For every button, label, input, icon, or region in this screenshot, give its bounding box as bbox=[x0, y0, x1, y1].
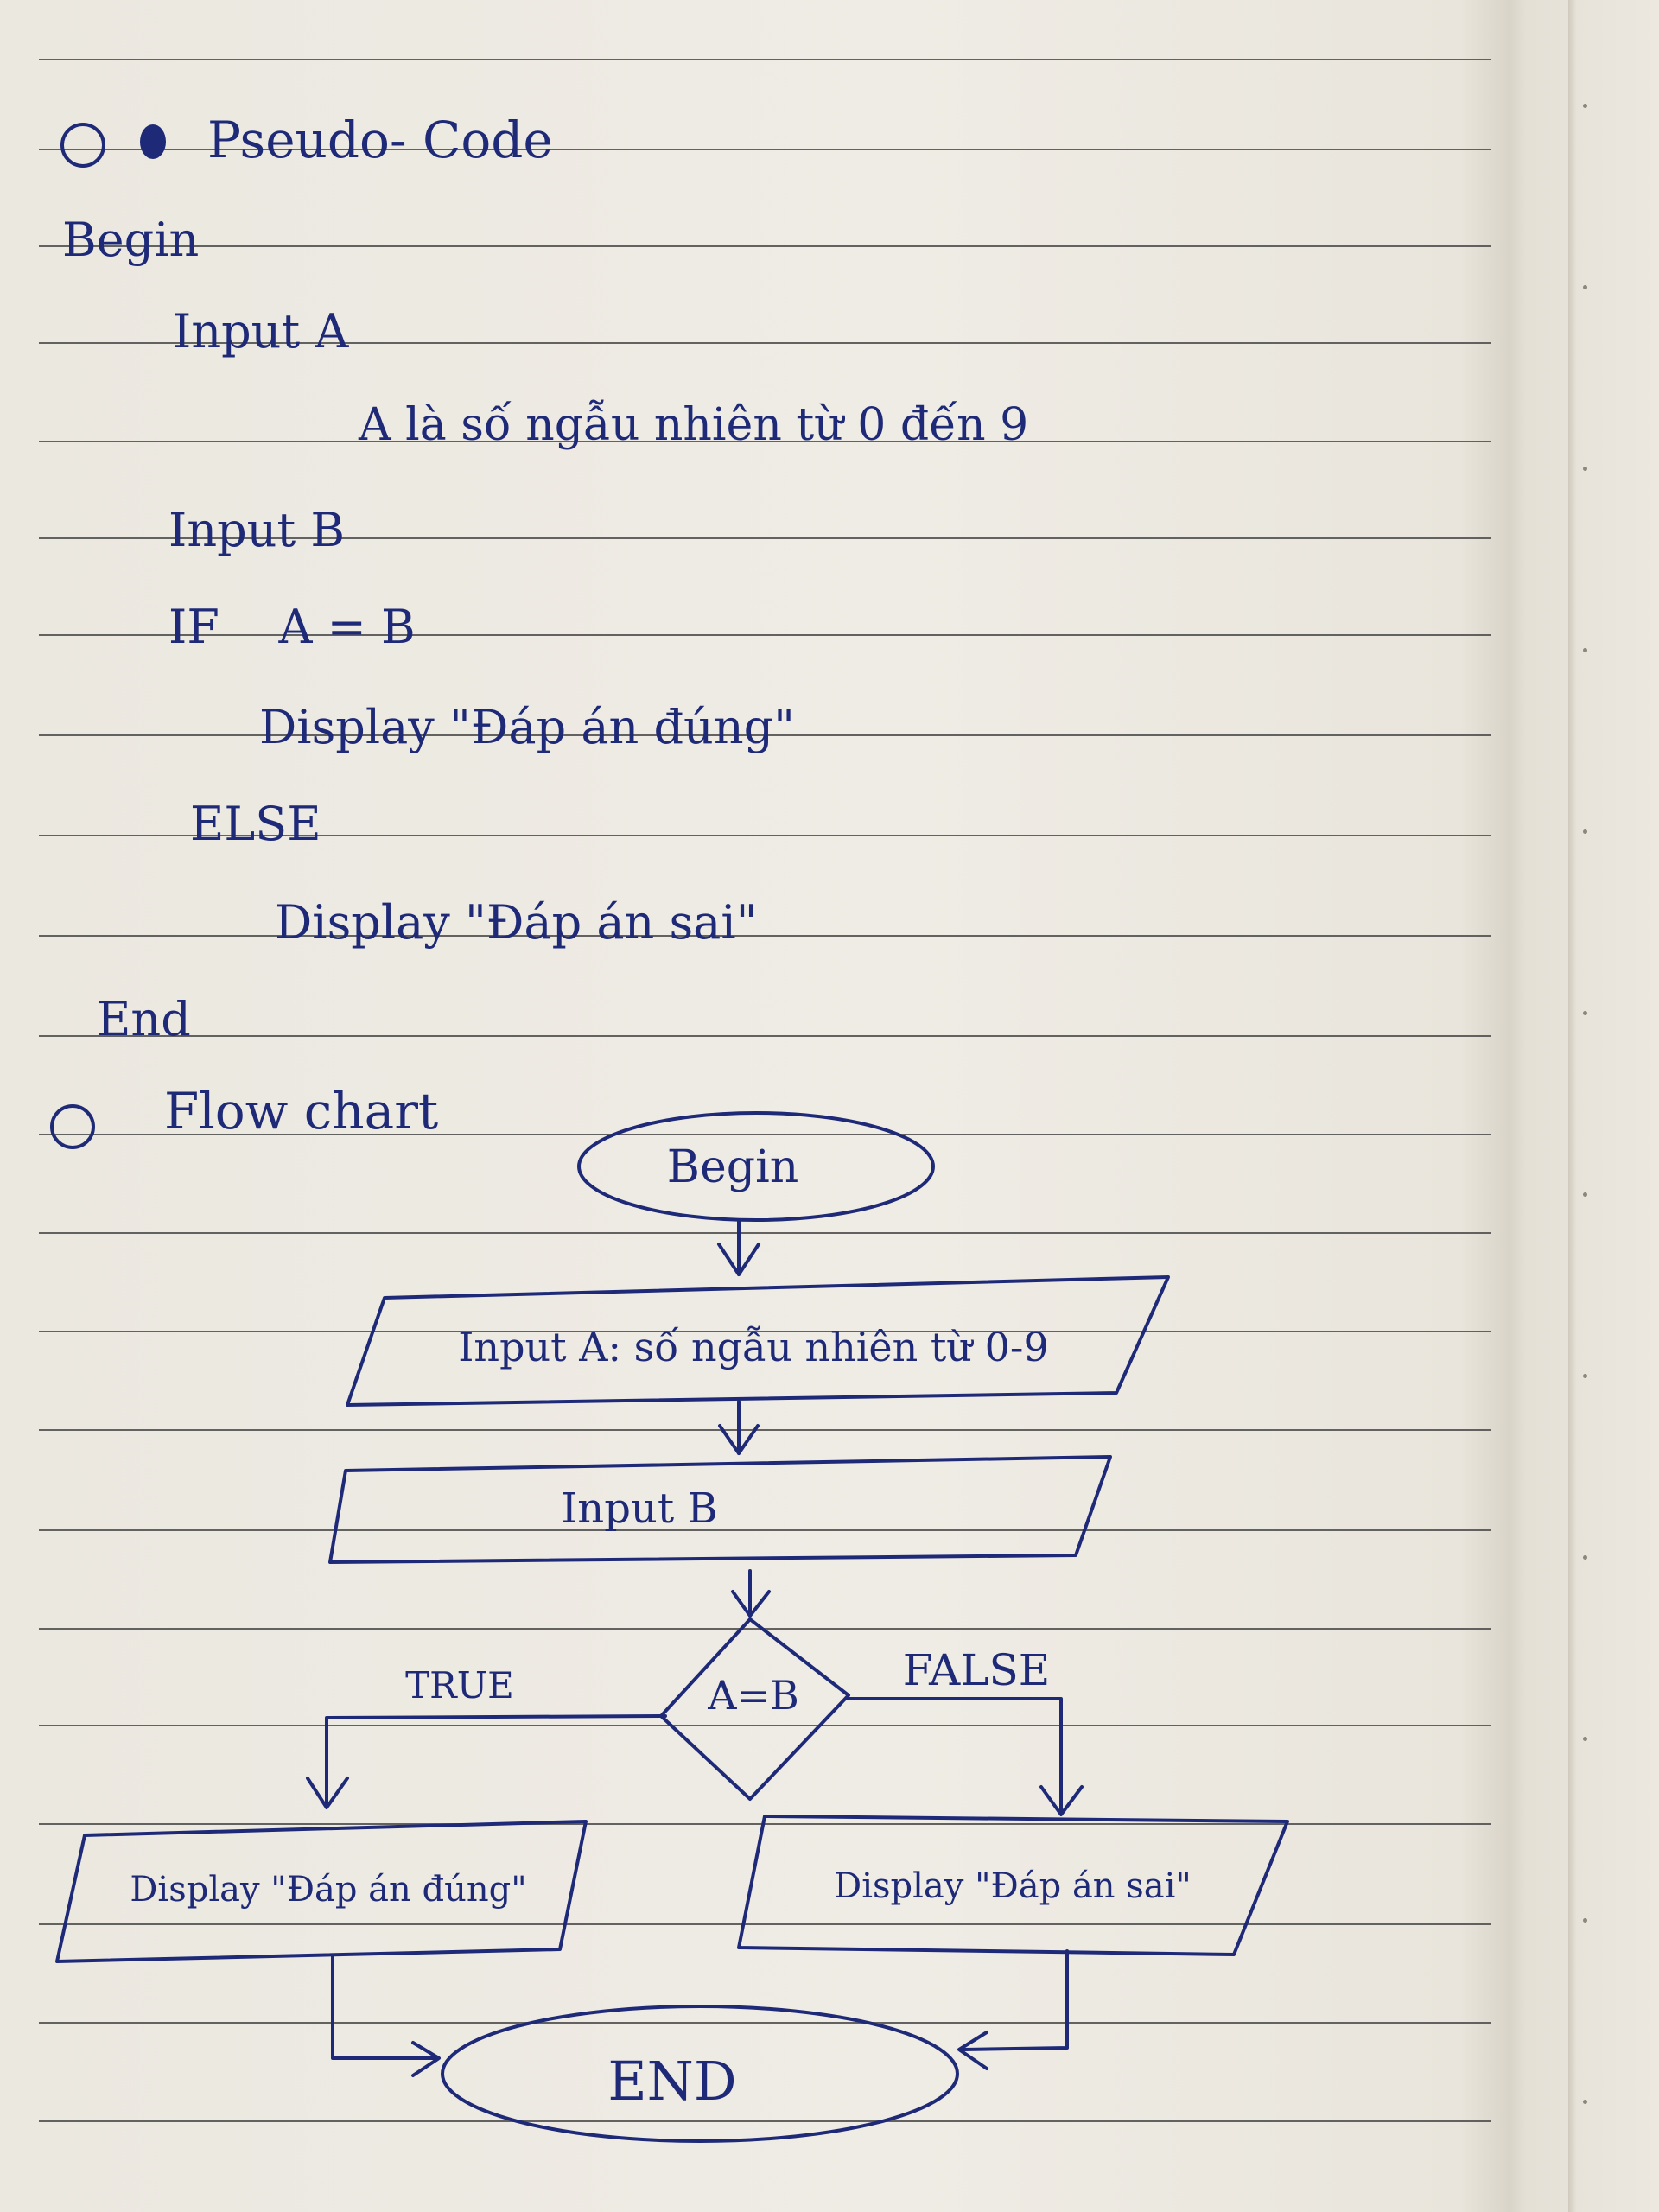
pseudocode-input-a: Input A bbox=[173, 304, 349, 359]
section-bullet-icon bbox=[60, 123, 105, 168]
ruled-line bbox=[39, 537, 1491, 539]
flow-arrowhead bbox=[411, 2041, 441, 2077]
flow-arrowhead bbox=[731, 1590, 771, 1618]
notebook-binding-edge bbox=[1568, 0, 1577, 2212]
ruled-line bbox=[39, 59, 1491, 60]
flow-arrow bbox=[331, 1955, 438, 2060]
binding-hole bbox=[1583, 1918, 1587, 1923]
ruled-line bbox=[39, 1529, 1491, 1531]
ruled-line bbox=[39, 935, 1491, 937]
ruled-line bbox=[39, 2022, 1491, 2024]
binding-hole bbox=[1583, 1374, 1587, 1378]
flow-begin-terminal bbox=[577, 1111, 935, 1222]
binding-hole bbox=[1583, 1011, 1587, 1015]
flow-input-b-box bbox=[328, 1455, 1112, 1564]
flow-arrowhead bbox=[306, 1777, 349, 1809]
flow-arrowhead bbox=[717, 1243, 760, 1276]
pseudocode-else: ELSE bbox=[190, 797, 321, 851]
flow-display-false-label: Display "Đáp án sai" bbox=[834, 1866, 1192, 1906]
ruled-line bbox=[39, 1232, 1491, 1234]
flow-arrowhead bbox=[718, 1424, 760, 1455]
flow-false-label: FALSE bbox=[903, 1645, 1050, 1695]
flow-end-terminal bbox=[441, 2005, 959, 2143]
ruled-line bbox=[39, 1331, 1491, 1332]
flow-input-b-label: Input B bbox=[561, 1484, 717, 1533]
binding-hole bbox=[1583, 467, 1587, 471]
flow-true-label: TRUE bbox=[405, 1664, 514, 1707]
flow-display-false-box bbox=[737, 1815, 1289, 1956]
flow-display-true-box bbox=[55, 1820, 588, 1963]
binding-hole bbox=[1583, 830, 1587, 834]
ruled-line bbox=[39, 1035, 1491, 1037]
binding-hole bbox=[1583, 1555, 1587, 1560]
flow-decision-label: A=B bbox=[707, 1672, 799, 1719]
pseudocode-begin: Begin bbox=[62, 213, 200, 267]
pseudocode-end: End bbox=[97, 992, 191, 1046]
pseudocode-if: IF A = B bbox=[168, 600, 416, 654]
flow-arrowhead bbox=[1039, 1785, 1084, 1816]
flow-arrow-false bbox=[845, 1697, 1063, 1815]
ruled-line bbox=[39, 1923, 1491, 1925]
ruled-line bbox=[39, 441, 1491, 442]
ruled-line bbox=[39, 1134, 1491, 1135]
ruled-line bbox=[39, 835, 1491, 836]
binding-hole bbox=[1583, 1192, 1587, 1197]
pseudocode-heading: Pseudo- Code bbox=[207, 111, 553, 169]
binding-hole bbox=[1583, 648, 1587, 652]
section-bullet-icon bbox=[50, 1104, 95, 1149]
flow-decision-diamond bbox=[659, 1618, 850, 1801]
ruled-line bbox=[39, 1429, 1491, 1431]
ruled-line bbox=[39, 1725, 1491, 1726]
binding-hole bbox=[1583, 104, 1587, 108]
flow-begin-label: Begin bbox=[667, 1141, 798, 1193]
flow-input-a-box bbox=[346, 1275, 1170, 1407]
flow-arrow-true bbox=[325, 1714, 667, 1808]
ruled-line bbox=[39, 245, 1491, 247]
ruled-line bbox=[39, 149, 1491, 150]
pseudocode-input-a-note: A là số ngẫu nhiên từ 0 đến 9 bbox=[359, 399, 1029, 451]
ruled-line bbox=[39, 342, 1491, 344]
ruled-line bbox=[39, 634, 1491, 636]
flow-end-label: END bbox=[607, 2050, 736, 2113]
flow-arrowhead bbox=[957, 2031, 988, 2070]
flow-input-a-label: Input A: số ngẫu nhiên từ 0-9 bbox=[458, 1324, 1048, 1370]
ruled-line bbox=[39, 734, 1491, 736]
flow-display-true-label: Display "Đáp án đúng" bbox=[130, 1870, 526, 1910]
binding-hole bbox=[1583, 285, 1587, 289]
section-bullet-filled-icon bbox=[140, 124, 166, 159]
pseudocode-input-b: Input B bbox=[168, 503, 346, 557]
binding-hole bbox=[1583, 1737, 1587, 1741]
flow-arrow bbox=[962, 1949, 1069, 2051]
binding-hole bbox=[1583, 2100, 1587, 2104]
pseudocode-display-false: Display "Đáp án sai" bbox=[275, 895, 758, 950]
ruled-line bbox=[39, 2120, 1491, 2122]
flowchart-heading: Flow chart bbox=[164, 1082, 439, 1141]
pseudocode-display-true: Display "Đáp án đúng" bbox=[259, 700, 795, 754]
